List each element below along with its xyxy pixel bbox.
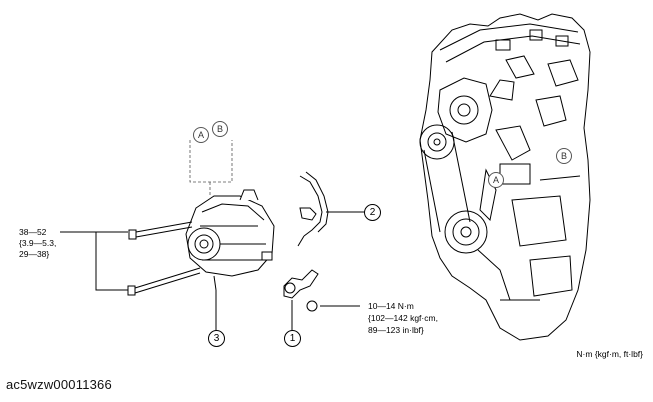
harness-part bbox=[297, 171, 329, 247]
torque-nut-line2: {102—142 kgf·cm, bbox=[368, 313, 438, 323]
ref-b-left: B bbox=[212, 121, 228, 137]
callout-1: 1 bbox=[284, 330, 301, 347]
units-note: N·m {kgf·m, ft·lbf} bbox=[576, 349, 643, 359]
upper-bolt-head bbox=[128, 229, 137, 240]
torque-bolts-line2: {3.9—5.3, bbox=[19, 238, 57, 248]
torque-leader-left bbox=[60, 231, 128, 291]
image-id-caption: ac5wzw00011366 bbox=[6, 377, 112, 392]
callout-leaders bbox=[215, 211, 364, 330]
torque-bolts-line3: 29—38} bbox=[19, 249, 50, 259]
lower-bolt-shank bbox=[134, 267, 201, 294]
alternator bbox=[185, 189, 275, 291]
callout-2: 2 bbox=[364, 204, 381, 221]
connector-part bbox=[283, 269, 360, 312]
terminal-nut bbox=[306, 300, 318, 312]
upper-bolt-shank bbox=[135, 221, 193, 238]
torque-bolts-line1: 38—52 bbox=[19, 227, 47, 237]
ref-a-engine: A bbox=[488, 172, 504, 188]
torque-nut-line3: 89—123 in·lbf} bbox=[368, 325, 424, 335]
engine-block bbox=[419, 13, 591, 341]
ref-b-engine: B bbox=[556, 148, 572, 164]
reference-guide-lines bbox=[189, 140, 233, 196]
torque-nut-line1: 10—14 N·m bbox=[368, 301, 414, 311]
ref-a-left: A bbox=[193, 127, 209, 143]
callout-3: 3 bbox=[208, 330, 225, 347]
lower-bolt-head bbox=[127, 285, 136, 296]
